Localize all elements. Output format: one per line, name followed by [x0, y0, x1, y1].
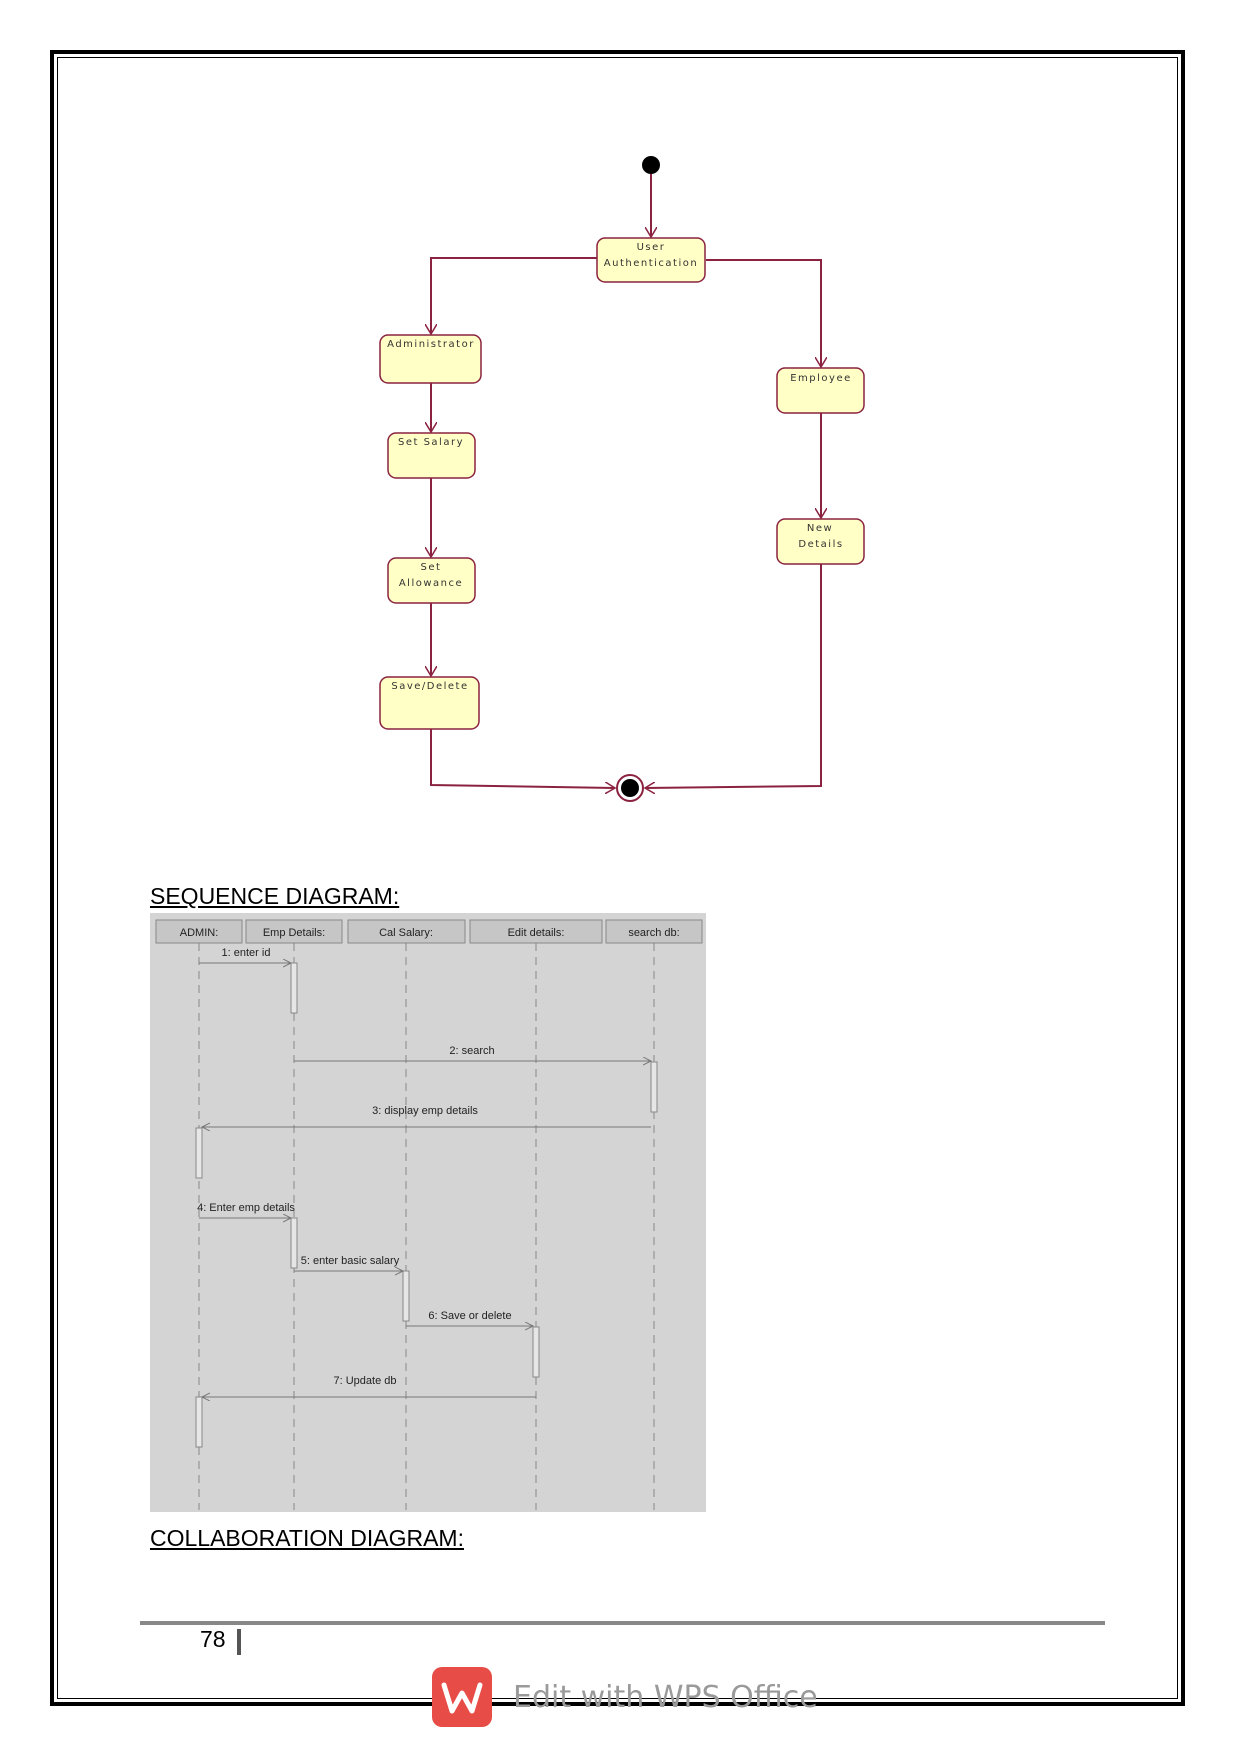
lifeline-label: search db: — [628, 927, 679, 939]
collaboration-diagram-heading: COLLABORATION DIAGRAM: — [150, 1525, 464, 1551]
state-label: New — [807, 523, 833, 534]
message-1-label: 1: enter id — [222, 947, 271, 959]
sequence-diagram-heading: SEQUENCE DIAGRAM: — [150, 883, 400, 909]
edge-auth-admin — [431, 257, 597, 334]
edge-details-end — [645, 564, 822, 788]
state-set-salary: Set Salary — [387, 432, 476, 479]
final-node — [616, 774, 644, 802]
lifeline-label: Emp Details: — [263, 927, 325, 939]
state-user-authentication: User Authentication — [596, 237, 706, 283]
state-label: Set Salary — [398, 437, 464, 448]
lifeline-label: ADMIN: — [180, 927, 219, 939]
lifeline-label: Cal Salary: — [379, 927, 433, 939]
state-label: Details — [798, 539, 843, 550]
page-number: 78 — [200, 1626, 226, 1652]
message-3-label: 3: display emp details — [372, 1105, 478, 1117]
state-administrator: Administrator — [379, 334, 482, 384]
footer-rule — [140, 1621, 1105, 1625]
state-label: Set — [421, 562, 442, 573]
lifeline-emp-details: Emp Details: — [245, 919, 343, 944]
state-employee: Employee — [776, 367, 865, 414]
state-save-delete: Save/Delete — [379, 676, 480, 730]
activity-edges — [431, 174, 821, 788]
lifeline-admin: ADMIN: — [155, 919, 243, 944]
state-new-details: New Details — [776, 518, 865, 565]
state-label: Authentication — [604, 258, 698, 269]
message-5-label: 5: enter basic salary — [301, 1255, 400, 1267]
lifeline-dashes — [198, 943, 655, 1510]
edge-auth-employee — [706, 259, 821, 367]
initial-node — [642, 156, 660, 174]
message-6-label: 6: Save or delete — [428, 1310, 511, 1322]
page-border-inner — [57, 57, 1178, 1699]
wps-logo-icon[interactable] — [432, 1667, 492, 1727]
page-number-bar — [237, 1629, 241, 1655]
message-4-label: 4: Enter emp details — [197, 1202, 295, 1214]
state-label: Save/Delete — [391, 681, 468, 692]
edge-save-end — [430, 729, 615, 788]
lifeline-search-db: search db: — [605, 919, 703, 944]
state-label: Employee — [790, 373, 852, 384]
state-label: Administrator — [387, 339, 475, 350]
sequence-diagram-canvas: ADMIN: Emp Details: Cal Salary: Edit det… — [155, 919, 703, 1510]
lifeline-edit-details: Edit details: — [469, 919, 603, 944]
wps-logo-glyph — [441, 1682, 483, 1714]
lifeline-label: Edit details: — [508, 927, 565, 939]
message-7-label: 7: Update db — [334, 1375, 397, 1387]
message-arrows — [199, 963, 651, 1397]
state-label: User — [637, 242, 666, 253]
page-border-outer — [50, 50, 1185, 1706]
lifeline-cal-salary: Cal Salary: — [347, 919, 466, 944]
wps-watermark-text[interactable]: Edit with WPS Office — [513, 1680, 818, 1715]
activation-bars — [195, 962, 658, 1448]
state-set-allowance: Set Allowance — [387, 557, 476, 604]
sequence-diagram: ADMIN: Emp Details: Cal Salary: Edit det… — [150, 913, 706, 1512]
activity-diagram: User Authentication Administrator Set Sa… — [379, 156, 865, 802]
message-2-label: 2: search — [449, 1045, 494, 1057]
state-label: Allowance — [399, 578, 463, 589]
